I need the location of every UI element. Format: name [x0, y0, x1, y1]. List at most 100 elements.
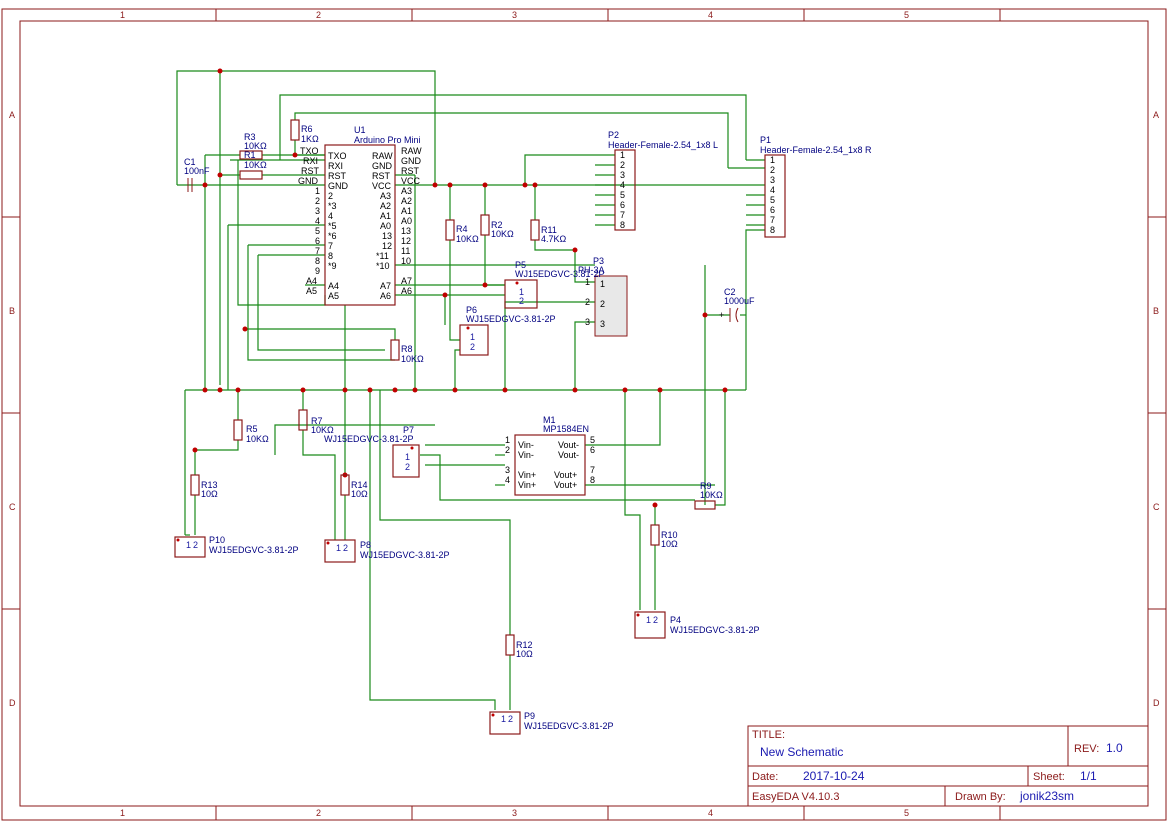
p7-terminal[interactable]: 1 2 P7 WJ15EDGVC-3.81-2P — [324, 425, 420, 478]
p2-pin-8: 8 — [620, 220, 625, 230]
u1-pin-gnd-left: GND — [328, 181, 349, 191]
u1-pinnum-9: 9 — [315, 266, 320, 276]
u1-value: Arduino Pro Mini — [354, 135, 421, 145]
r9-resistor[interactable]: R9 10KΩ — [694, 481, 723, 510]
p5-terminal[interactable]: 1 2 P5 WJ15EDGVC-3.81-2P — [504, 260, 605, 309]
m1-pinnum-6: 6 — [590, 445, 595, 455]
p2-value: Header-Female-2.54_1x8 L — [608, 140, 718, 150]
r6-ref: R6 — [301, 124, 313, 134]
r14-ref: R14 — [351, 480, 368, 490]
p10-terminal[interactable]: 1 2 P10 WJ15EDGVC-3.81-2P — [174, 535, 299, 558]
r7-resistor[interactable]: R7 10KΩ — [298, 409, 334, 435]
u1-pinname-txo: TXO — [300, 146, 319, 156]
r14-resistor[interactable]: R14 10Ω — [340, 474, 368, 499]
p6-ref: P6 — [466, 305, 477, 315]
p1-header[interactable]: P1 Header-Female-2.54_1x8 R 1 2 3 4 5 6 … — [760, 135, 872, 238]
m1-pin-vout-neg-6: Vout- — [558, 450, 579, 460]
date-value: 2017-10-24 — [803, 769, 865, 783]
u1-pinnum-raw: RAW — [401, 146, 422, 156]
m1-mp1584en[interactable]: M1 MP1584EN Vin- Vin- Vin+ Vin+ Vout- Vo… — [505, 415, 595, 496]
r7-ref: R7 — [311, 416, 323, 426]
p8-ref: P8 — [360, 540, 371, 550]
rev-label: REV: — [1074, 743, 1099, 755]
c2-ref: C2 — [724, 287, 736, 297]
u1-pin-7: 7 — [328, 241, 333, 251]
u1-pinnum-12: 12 — [401, 236, 411, 246]
r1-value: 10KΩ — [244, 160, 267, 170]
p3-connector[interactable]: P3 PH-3A 1 2 3 1 2 3 — [578, 256, 628, 337]
p8-terminal[interactable]: 1 2 P8 WJ15EDGVC-3.81-2P — [324, 539, 450, 563]
m1-pin-vin-pos-3: Vin+ — [518, 470, 536, 480]
p9-ref: P9 — [524, 711, 535, 721]
r11-resistor[interactable]: R11 4.7KΩ — [530, 219, 567, 244]
r10-resistor[interactable]: R10 10Ω — [650, 524, 678, 549]
p3-pinnum-2: 2 — [585, 297, 590, 307]
r6-resistor[interactable]: R6 1KΩ — [290, 119, 319, 144]
c1-ref: C1 — [184, 157, 196, 167]
u1-pinnum-rst: RST — [401, 166, 420, 176]
r13-ref: R13 — [201, 480, 218, 490]
u1-pinnum-3: 3 — [315, 206, 320, 216]
p3-pin-2: 2 — [600, 299, 605, 309]
drawn-by-label: Drawn By: — [955, 791, 1006, 803]
sheet-value: 1/1 — [1080, 769, 1097, 783]
r4-resistor[interactable]: R4 10KΩ — [445, 219, 479, 244]
r8-resistor[interactable]: R8 10KΩ — [390, 339, 424, 364]
p3-ref: P3 — [593, 256, 604, 266]
junctions — [192, 68, 728, 508]
zone-col-1: 1 — [120, 10, 125, 20]
u1-pinname-rst: RST — [301, 166, 320, 176]
u1-ref: U1 — [354, 125, 366, 135]
p2-pin-3: 3 — [620, 170, 625, 180]
r3-resistor[interactable]: R3 10KΩ — [239, 132, 267, 180]
p1-pin-2: 2 — [770, 165, 775, 175]
r11-value: 4.7KΩ — [541, 234, 567, 244]
p1-pin-5: 5 — [770, 195, 775, 205]
title-label: TITLE: — [752, 729, 785, 741]
zone-col-4-bottom: 4 — [708, 808, 713, 818]
u1-pin-gnd-right: GND — [372, 161, 393, 171]
u1-pin-a4: A4 — [328, 281, 339, 291]
c1-capacitor[interactable]: C1 100nF — [184, 157, 210, 192]
drawn-by-value: jonik23sm — [1019, 789, 1074, 803]
u1-pinnum-8: 8 — [315, 256, 320, 266]
u1-pin-2: 2 — [328, 191, 333, 201]
r2-ref: R2 — [491, 220, 503, 230]
u1-pinnum-a7: A7 — [401, 276, 412, 286]
p7-value: WJ15EDGVC-3.81-2P — [324, 434, 414, 444]
r9-ref: R9 — [700, 481, 712, 491]
r12-resistor[interactable]: R12 10Ω — [505, 634, 533, 659]
p3-value: PH-3A — [578, 265, 605, 275]
p4-terminal[interactable]: 1 2 P4 WJ15EDGVC-3.81-2P — [634, 611, 760, 639]
m1-pinnum-5: 5 — [590, 435, 595, 445]
u1-pin-11: *11 — [376, 251, 389, 261]
m1-value: MP1584EN — [543, 424, 589, 434]
c2-capacitor[interactable]: C2 1000uF + — [719, 287, 755, 323]
u1-pinnum-1: 1 — [315, 186, 320, 196]
r5-resistor[interactable]: R5 10KΩ — [233, 419, 269, 444]
p6-terminal[interactable]: 1 2 P6 WJ15EDGVC-3.81-2P — [459, 305, 556, 356]
u1-pin-a0: A0 — [380, 221, 391, 231]
p3-pin-3: 3 — [600, 319, 605, 329]
p1-pin-8: 8 — [770, 225, 775, 235]
u1-pin-9: *9 — [328, 261, 337, 271]
zone-col-5: 5 — [904, 10, 909, 20]
p9-terminal[interactable]: 1 2 P9 WJ15EDGVC-3.81-2P — [489, 711, 614, 735]
u1-pinname-a4: A4 — [306, 276, 317, 286]
p1-pin-6: 6 — [770, 205, 775, 215]
p6-pin-2: 2 — [470, 342, 475, 352]
u1-pinnum-13: 13 — [401, 226, 411, 236]
u1-pinnum-a3: A3 — [401, 186, 412, 196]
p6-pin-1: 1 — [470, 332, 475, 342]
r1-resistor[interactable]: R1 10KΩ — [239, 150, 267, 170]
p7-pin-1: 1 — [405, 452, 410, 462]
c1-value: 100nF — [184, 166, 210, 176]
p2-pin-1: 1 — [620, 150, 625, 160]
r4-ref: R4 — [456, 224, 468, 234]
p10-pin-2: 2 — [193, 540, 198, 550]
p2-header[interactable]: P2 Header-Female-2.54_1x8 L 1 2 3 4 5 6 … — [608, 130, 718, 231]
r13-resistor[interactable]: R13 10Ω — [190, 474, 218, 499]
p5-pin-1: 1 — [519, 287, 524, 297]
r2-resistor[interactable]: R2 10KΩ — [480, 214, 514, 239]
u1-arduino-pro-mini[interactable]: U1 Arduino Pro Mini TXO RXI RST GND 2 *3… — [298, 125, 422, 306]
